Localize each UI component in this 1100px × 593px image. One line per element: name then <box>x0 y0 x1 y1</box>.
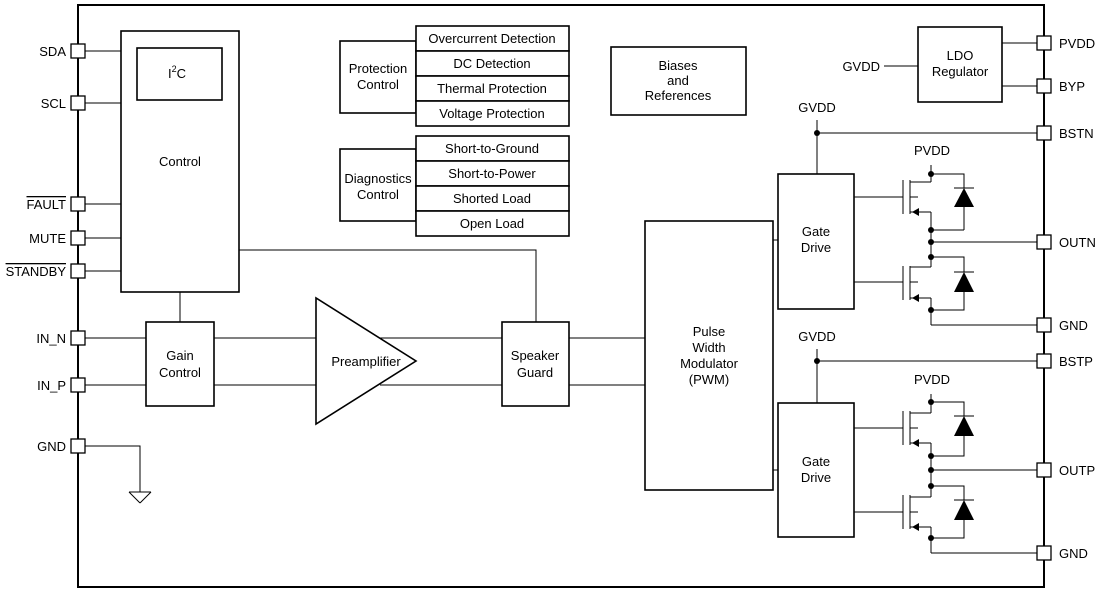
gate-drive-upper <box>777 173 855 310</box>
pin-gnd-right-top-label: GND <box>1059 318 1088 333</box>
gain-control-block <box>145 321 215 407</box>
diagnostics-item-short-ground-label: Short-to-Ground <box>445 141 539 156</box>
ldo-label-2: Regulator <box>932 64 989 79</box>
diagnostics-control-label-2: Control <box>357 187 399 202</box>
diagnostics-item-open-load-label: Open Load <box>460 216 524 231</box>
protection-control-block <box>339 40 417 114</box>
pin-outp <box>1036 462 1052 478</box>
gate-drive-lower <box>777 402 855 538</box>
diagnostics-item-short-power <box>415 160 570 187</box>
pin-standby-label: STANDBY <box>6 264 67 279</box>
diagnostics-control-block <box>339 148 417 222</box>
pin-gnd-right-bottom <box>1036 545 1052 561</box>
biases-block <box>610 46 747 116</box>
preamplifier-triangle <box>315 296 418 426</box>
biases-label-2: and <box>667 73 689 88</box>
pin-bstp-label: BSTP <box>1059 354 1093 369</box>
ldo-label-1: LDO <box>947 48 974 63</box>
pin-in-p-label: IN_P <box>37 378 66 393</box>
pin-fault <box>70 196 86 212</box>
pin-sda <box>70 43 86 59</box>
pin-scl <box>70 95 86 111</box>
biases-label-3: References <box>645 88 712 103</box>
speaker-guard-label-2: Guard <box>517 365 553 380</box>
pwm-label-1: Pulse <box>693 324 726 339</box>
gvdd-lower-label: GVDD <box>798 329 836 344</box>
pwm-label-2: Width <box>692 340 725 355</box>
pin-fault-label: FAULT <box>27 197 67 212</box>
right-pins: PVDD BYP BSTN OUTN GND BSTP OUTP GND <box>1036 35 1096 561</box>
pin-byp <box>1036 78 1052 94</box>
protection-control-label-2: Control <box>357 77 399 92</box>
pin-gnd-left <box>70 438 86 454</box>
pin-in-n <box>70 330 86 346</box>
protection-item-dc <box>415 50 570 77</box>
pin-in-n-label: IN_N <box>36 331 66 346</box>
gain-control-label-1: Gain <box>166 348 193 363</box>
pin-sda-label: SDA <box>39 44 66 59</box>
pwm-block <box>644 220 774 491</box>
diagnostics-item-short-power-label: Short-to-Power <box>448 166 536 181</box>
protection-control-label-1: Protection <box>349 61 408 76</box>
ldo-gvdd-label: GVDD <box>842 59 880 74</box>
pin-outn-label: OUTN <box>1059 235 1096 250</box>
pin-mute-label: MUTE <box>29 231 66 246</box>
upper-output-stage: GVDD Gate Drive PVDD <box>777 100 1037 326</box>
pvdd-upper-label: PVDD <box>914 143 950 158</box>
protection-item-dc-label: DC Detection <box>453 56 530 71</box>
diagnostics-control-label-1: Diagnostics <box>344 171 412 186</box>
biases-label-1: Biases <box>658 58 698 73</box>
protection-item-voltage-label: Voltage Protection <box>439 106 545 121</box>
i2c-block <box>136 47 223 101</box>
pin-pvdd-label: PVDD <box>1059 36 1095 51</box>
diagnostics-item-short-ground <box>415 135 570 162</box>
pvdd-lower-label: PVDD <box>914 372 950 387</box>
diagnostics-item-shorted-load <box>415 185 570 212</box>
pwm-label-3: Modulator <box>680 356 738 371</box>
protection-item-thermal-label: Thermal Protection <box>437 81 547 96</box>
gate-drive-lower-label-2: Drive <box>801 470 831 485</box>
pin-mute <box>70 230 86 246</box>
gate-drive-lower-label-1: Gate <box>802 454 830 469</box>
left-wires <box>85 50 152 504</box>
ldo-block <box>917 26 1003 103</box>
i2c-label: I2C <box>168 64 186 81</box>
pin-bstp <box>1036 353 1052 369</box>
pin-bstn-label: BSTN <box>1059 126 1094 141</box>
chip-outline <box>77 4 1045 588</box>
pin-standby <box>70 263 86 279</box>
gate-drive-upper-label-2: Drive <box>801 240 831 255</box>
gain-control-label-2: Control <box>159 365 201 380</box>
pin-bstn <box>1036 125 1052 141</box>
gate-drive-upper-label-1: Gate <box>802 224 830 239</box>
preamplifier-label: Preamplifier <box>331 354 401 369</box>
speaker-guard-label-1: Speaker <box>511 348 560 363</box>
pin-outn <box>1036 234 1052 250</box>
pin-byp-label: BYP <box>1059 79 1085 94</box>
pin-gnd-left-label: GND <box>37 439 66 454</box>
pin-in-p <box>70 377 86 393</box>
pin-gnd-right-bottom-label: GND <box>1059 546 1088 561</box>
protection-item-voltage <box>415 100 570 127</box>
gvdd-upper-label: GVDD <box>798 100 836 115</box>
speaker-guard-block <box>501 321 570 407</box>
control-label: Control <box>159 154 201 169</box>
lower-output-stage: GVDD Gate Drive PVDD <box>777 329 1037 554</box>
pin-scl-label: SCL <box>41 96 66 111</box>
pin-outp-label: OUTP <box>1059 463 1095 478</box>
diagnostics-item-open-load <box>415 210 570 237</box>
pin-gnd-right-top <box>1036 317 1052 333</box>
diagnostics-item-shorted-load-label: Shorted Load <box>453 191 531 206</box>
protection-item-overcurrent-label: Overcurrent Detection <box>428 31 555 46</box>
pwm-label-4: (PWM) <box>689 372 729 387</box>
left-pins: SDA SCL FAULT MUTE STANDBY IN_N IN_P GND <box>6 43 86 454</box>
pin-pvdd <box>1036 35 1052 51</box>
